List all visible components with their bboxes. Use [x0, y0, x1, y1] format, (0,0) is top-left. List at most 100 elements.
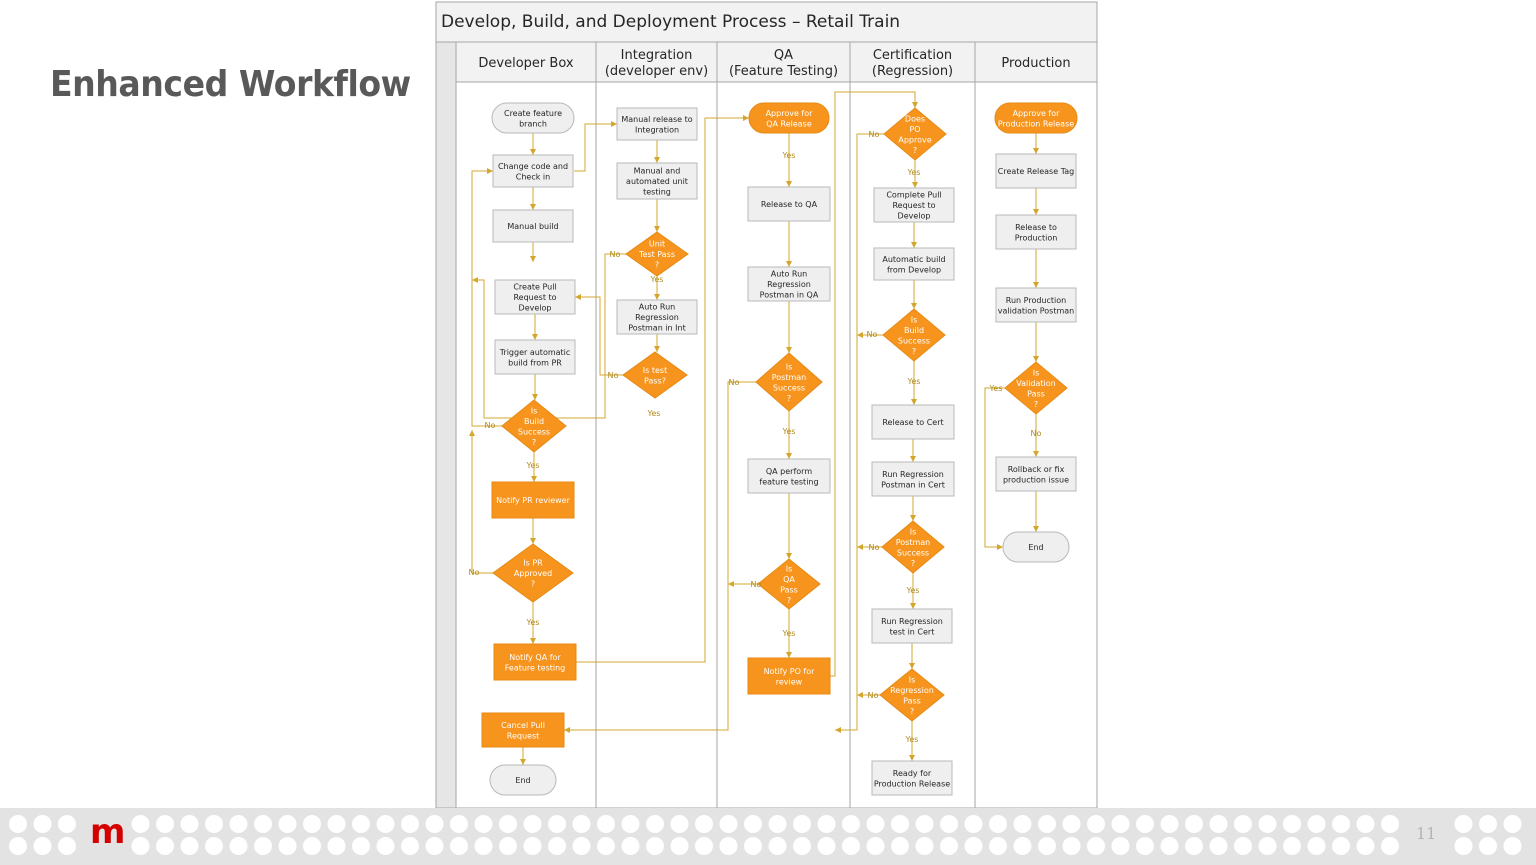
- lane-subtitle: (Regression): [872, 64, 953, 79]
- process-box: [494, 339, 576, 375]
- lane-header-4: [974, 41, 1098, 83]
- node-text: Approve: [898, 135, 931, 144]
- decision-diamond: [882, 308, 946, 362]
- terminator-shape: [994, 102, 1078, 134]
- footer-dot: [254, 815, 272, 833]
- node-text: ?: [531, 580, 535, 589]
- decision-diamond: [757, 558, 821, 610]
- node-text: Ready for: [893, 769, 932, 778]
- edge-label-yes: Yes: [905, 735, 919, 744]
- node-text: Release to: [1015, 223, 1057, 232]
- node-text: review: [776, 677, 803, 686]
- footer-dot: [376, 815, 395, 833]
- node-text: Develop: [519, 304, 552, 313]
- footer-dot: [1136, 837, 1154, 855]
- node-text: Postman in Cert: [881, 480, 945, 489]
- edge-label-no: No: [868, 691, 879, 700]
- footer-dot: [817, 837, 836, 855]
- footer-dot: [1111, 815, 1130, 833]
- footer-dot: [1038, 815, 1056, 833]
- node-text: PO: [909, 125, 920, 134]
- footer-dot: [572, 815, 591, 833]
- footer-dot: [229, 837, 248, 855]
- footer-dot: [1381, 837, 1399, 855]
- footer-dot: [33, 815, 52, 833]
- node-text: validation Postman: [998, 306, 1074, 315]
- footer-dot: [817, 815, 836, 833]
- footer-dot: [1258, 837, 1277, 855]
- node-text: Notify PR reviewer: [496, 496, 570, 505]
- node-text: ?: [655, 261, 659, 270]
- process-box: [492, 209, 574, 243]
- node-text: Success: [773, 383, 805, 392]
- edge-label-no: No: [469, 568, 480, 577]
- footer-dot: [1013, 837, 1032, 855]
- footer-dot: [621, 815, 640, 833]
- edge-label-no: No: [608, 371, 619, 380]
- footer-dot: [891, 837, 909, 855]
- node-text: Approve for: [766, 109, 814, 118]
- footer-dot: [964, 837, 983, 855]
- footer-dot: [695, 815, 713, 833]
- process-box: [494, 279, 576, 315]
- node-dev-notify-pr: Notify PR reviewer: [491, 481, 575, 519]
- footer-dot: [695, 837, 713, 855]
- footer-dot: [1356, 837, 1375, 855]
- footer-dot: [866, 837, 885, 855]
- footer-dot: [1136, 815, 1154, 833]
- node-text: Is: [909, 675, 916, 684]
- edge-label-yes: Yes: [526, 618, 540, 627]
- footer-dot: [940, 837, 958, 855]
- node-text: Pass: [780, 585, 798, 594]
- node-text: Request to: [892, 201, 935, 210]
- process-box: [616, 107, 698, 141]
- footer-dot: [572, 837, 591, 855]
- lane-side-bar: [435, 41, 457, 809]
- decision-diamond: [881, 520, 945, 574]
- footer-dot: [278, 837, 297, 855]
- lane-title: Production: [1001, 56, 1070, 71]
- footer-dot: [303, 815, 321, 833]
- footer-dot: [401, 815, 419, 833]
- footer-dot: [744, 837, 762, 855]
- process-box: [873, 247, 955, 281]
- node-text: Postman: [896, 538, 931, 547]
- node-text: Release to QA: [761, 200, 818, 209]
- footer-dot: [450, 837, 468, 855]
- node-text: Auto Run: [639, 303, 675, 312]
- edge-label-no: No: [867, 330, 878, 339]
- footer-dot: [205, 837, 223, 855]
- node-text: Approved: [514, 569, 552, 578]
- node-text: Run Regression: [882, 470, 944, 479]
- slide-title: Enhanced Workflow: [50, 64, 411, 105]
- node-text: Check in: [516, 172, 550, 181]
- process-box: [871, 404, 955, 440]
- footer-dot: [646, 815, 664, 833]
- node-text: Production: [1015, 233, 1058, 242]
- diagram-title: Develop, Build, and Deployment Process –…: [441, 12, 900, 32]
- node-text: Test Pass: [638, 250, 675, 259]
- edge-label-yes: Yes: [526, 461, 540, 470]
- node-text: Request to: [513, 293, 556, 302]
- footer-dot: [425, 815, 444, 833]
- node-text: ?: [787, 596, 791, 605]
- footer-dot: [58, 815, 76, 833]
- flow-connector: [576, 115, 749, 663]
- footer-dot: [548, 837, 566, 855]
- edge-label-yes: Yes: [647, 409, 661, 418]
- flow-connector: [471, 168, 502, 427]
- company-logo: m: [90, 812, 126, 852]
- node-text: Complete Pull: [886, 191, 941, 200]
- footer-dot: [327, 837, 346, 855]
- node-text: Create Release Tag: [998, 167, 1074, 176]
- footer-dot: [793, 815, 811, 833]
- edge-label-no: No: [485, 421, 496, 430]
